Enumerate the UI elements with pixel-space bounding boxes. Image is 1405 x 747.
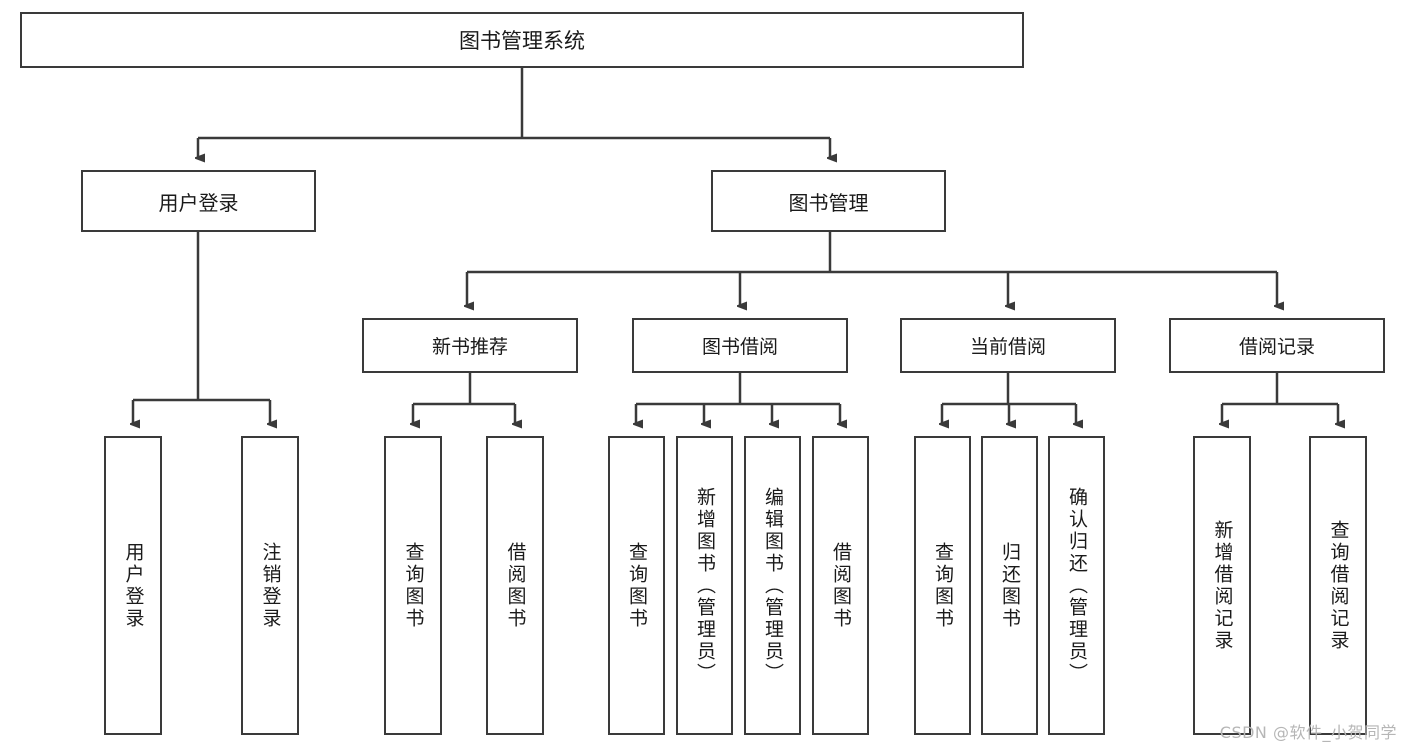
leaf-user-login-login[interactable]: 用户登录: [104, 436, 162, 735]
leaf-user-login-logout[interactable]: 注销登录: [241, 436, 299, 735]
leaf-label: 编辑图书（管理员）: [762, 486, 784, 685]
leaf-label: 查询图书: [626, 541, 648, 630]
node-book-management[interactable]: 图书管理: [711, 170, 946, 232]
node-book-borrow-label: 图书借阅: [701, 336, 778, 358]
leaf-recommend-query-book[interactable]: 查询图书: [384, 436, 442, 735]
leaf-borrow-query-book[interactable]: 查询图书: [608, 436, 665, 735]
leaf-label: 借阅图书: [830, 541, 852, 630]
leaf-borrow-add-book[interactable]: 新增图书（管理员）: [676, 436, 733, 735]
leaf-label: 查询图书: [932, 541, 954, 630]
node-new-book-recommend[interactable]: 新书推荐: [362, 318, 578, 373]
leaf-label: 新增借阅记录: [1211, 519, 1234, 652]
leaf-record-add-record[interactable]: 新增借阅记录: [1193, 436, 1251, 735]
node-current-borrow[interactable]: 当前借阅: [900, 318, 1116, 373]
leaf-borrow-borrow-book[interactable]: 借阅图书: [812, 436, 869, 735]
node-book-management-label: 图书管理: [788, 190, 869, 215]
leaf-label: 查询借阅记录: [1327, 519, 1350, 652]
node-new-book-recommend-label: 新书推荐: [431, 336, 508, 358]
leaf-label: 查询图书: [402, 541, 425, 630]
leaf-label: 借阅图书: [504, 541, 527, 630]
leaf-current-confirm-return[interactable]: 确认归还（管理员）: [1048, 436, 1105, 735]
node-user-login[interactable]: 用户登录: [81, 170, 316, 232]
node-book-borrow[interactable]: 图书借阅: [632, 318, 848, 373]
leaf-label: 新增图书（管理员）: [694, 486, 716, 685]
leaf-current-query-book[interactable]: 查询图书: [914, 436, 971, 735]
leaf-record-query-record[interactable]: 查询借阅记录: [1309, 436, 1367, 735]
node-root[interactable]: 图书管理系统: [20, 12, 1024, 68]
node-root-label: 图书管理系统: [459, 29, 585, 53]
leaf-borrow-edit-book[interactable]: 编辑图书（管理员）: [744, 436, 801, 735]
node-borrow-record[interactable]: 借阅记录: [1169, 318, 1385, 373]
node-borrow-record-label: 借阅记录: [1238, 336, 1315, 358]
leaf-recommend-borrow-book[interactable]: 借阅图书: [486, 436, 544, 735]
leaf-current-return-book[interactable]: 归还图书: [981, 436, 1038, 735]
leaf-label: 确认归还（管理员）: [1066, 486, 1088, 685]
node-user-login-label: 用户登录: [158, 190, 239, 215]
watermark: CSDN @软件_小贺同学: [1219, 723, 1397, 742]
leaf-label: 用户登录: [122, 541, 145, 630]
leaf-label: 归还图书: [999, 541, 1021, 630]
leaf-label: 注销登录: [259, 541, 282, 630]
node-current-borrow-label: 当前借阅: [969, 336, 1046, 358]
